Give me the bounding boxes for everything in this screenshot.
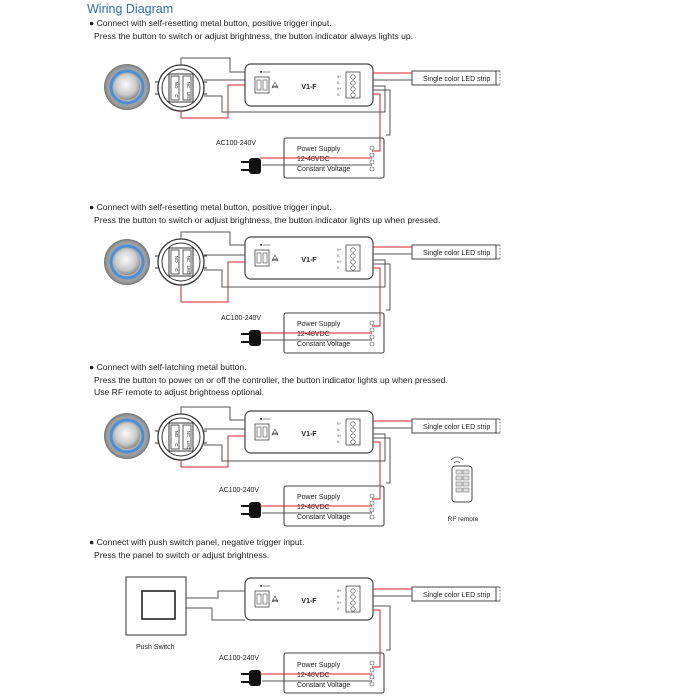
push-switch-label: Push Switch [136,644,175,651]
psu-1-line-2: 12-48VDC [297,156,330,163]
section-3-text: ● Connect with self-latching metal butto… [89,361,448,399]
section-3-line-2: Press the button to power on or off the … [94,374,448,385]
psu-2-line-1: Power Supply [297,321,341,328]
ac-plug-2 [241,330,261,346]
section-4-line-2: Press the panel to switch or adjust brig… [94,549,270,560]
section-2-line-2: Press the button to switch or adjust bri… [94,214,441,225]
section-4-line-1: ● Connect with push switch panel, negati… [89,537,305,547]
psu-2-line-2: 12-48VDC [297,331,330,338]
section-3-line-3: Use RF remote to adjust brightness optio… [94,387,265,398]
metal-button-3 [102,411,152,461]
section-1-line-2: Press the button to switch or adjust bri… [94,30,414,41]
psu-3-line-3: Constant Voltage [297,514,350,521]
ac-plug-1 [241,158,261,174]
ac-plug-3 [241,502,261,518]
ac-1-label: AC100-240V [216,140,256,147]
ac-plug-4 [241,670,261,686]
terminal-block-1 [154,64,208,112]
ac-2-label: AC100-240V [221,315,261,322]
psu-2-line-3: Constant Voltage [297,341,350,348]
metal-button-1 [102,62,152,112]
psu-3-line-2: 12-48VDC [297,504,330,511]
section-1-diagram: V1-F Single color LED strip Power Supply… [102,57,501,179]
led-strip-4-label: Single color LED strip [423,592,490,599]
section-1-text: ● Connect with self-resetting metal butt… [89,17,413,42]
controller-2-label: V1-F [301,257,317,264]
rf-remote-label: RF remote [448,516,479,523]
terminal-block-2 [154,238,208,286]
ac-4-label: AC100-240V [219,655,259,662]
section-4-diagram: Push Switch V1-F Single color LED strip … [125,576,501,694]
section-1-line-1: ● Connect with self-resetting metal butt… [89,18,332,28]
section-4-text: ● Connect with push switch panel, negati… [89,536,304,561]
section-2-line-1: ● Connect with self-resetting metal butt… [89,202,332,212]
controller-4-label: V1-F [301,598,317,605]
ac-3-label: AC100-240V [219,487,259,494]
psu-1-line-1: Power Supply [297,146,341,153]
psu-4-line-3: Constant Voltage [297,682,350,689]
page-title: Wiring Diagram [87,2,174,16]
controller-1-label: V1-F [301,84,317,91]
metal-button-2 [102,237,152,287]
led-strip-3-label: Single color LED strip [423,424,490,431]
led-strip-2-label: Single color LED strip [423,250,490,257]
wireless-signal-icon [450,456,464,464]
psu-4-line-2: 12-48VDC [297,672,330,679]
psu-3-line-1: Power Supply [297,494,341,501]
section-2-text: ● Connect with self-resetting metal butt… [89,201,440,226]
psu-4-line-1: Power Supply [297,662,341,669]
psu-1-line-3: Constant Voltage [297,166,350,173]
push-switch-plate [141,590,176,620]
section-3-diagram: V1-F Single color LED strip Power Supply… [102,406,501,527]
controller-3-label: V1-F [301,431,317,438]
section-2-diagram: V1-F Single color LED strip Power Supply… [102,231,501,354]
rf-remote: RF remote [448,456,479,523]
section-3-line-1: ● Connect with self-latching metal butto… [89,362,247,372]
led-strip-1-label: Single color LED strip [423,76,490,83]
terminal-block-3 [154,413,208,461]
